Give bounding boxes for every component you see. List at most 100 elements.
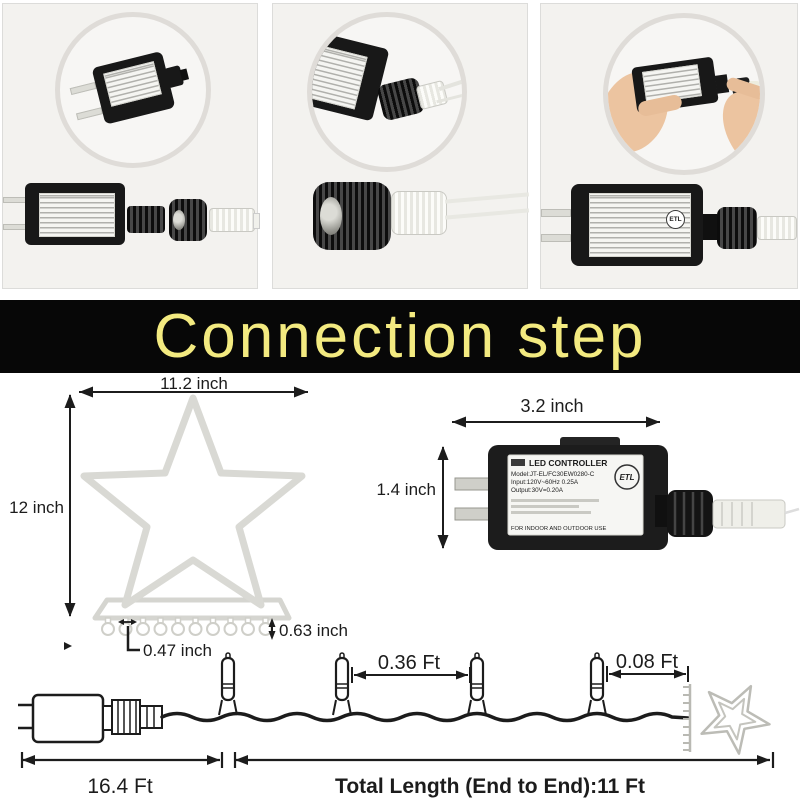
etl-text: ETL bbox=[619, 473, 634, 482]
controller-width-label: 3.2 inch bbox=[520, 396, 583, 416]
adapter-label bbox=[39, 193, 115, 237]
string-length-diagram: 0.36 Ft 0.08 Ft 16.4 Ft bbox=[18, 651, 775, 798]
step1-inset-circle bbox=[55, 12, 211, 168]
cable bbox=[445, 208, 529, 220]
leader-line bbox=[126, 626, 140, 652]
light-string-wire bbox=[160, 711, 690, 723]
plug-prong bbox=[69, 81, 97, 96]
step2-panel bbox=[272, 3, 530, 289]
clear-plug bbox=[757, 216, 797, 240]
brand-logo bbox=[511, 459, 525, 466]
arrowhead bbox=[437, 446, 449, 460]
controller-photo: LED CONTROLLER Model:JT-EL/FC30EW0280-C … bbox=[454, 437, 800, 550]
string-bulbs bbox=[218, 652, 607, 716]
threaded-connector bbox=[127, 206, 165, 233]
step3-inset-circle bbox=[603, 13, 765, 175]
bulb-height-label: 0.63 inch bbox=[279, 621, 348, 640]
cable bbox=[444, 192, 530, 204]
arrowhead bbox=[64, 603, 76, 617]
nut-socket bbox=[320, 197, 342, 235]
clear-plug-tip bbox=[253, 213, 260, 229]
plug-prong bbox=[3, 197, 27, 203]
clear-plug bbox=[712, 499, 786, 529]
etl-text: ETL bbox=[669, 216, 682, 223]
fine-print-line bbox=[511, 511, 591, 514]
locking-nut bbox=[717, 207, 757, 249]
fringe-bulb bbox=[188, 617, 203, 636]
etl-mark: ETL bbox=[666, 210, 685, 229]
small-arrowhead bbox=[64, 642, 72, 650]
adapter-body bbox=[31, 693, 105, 744]
banner-title: Connection step bbox=[153, 301, 647, 371]
total-length-dimension: Total Length (End to End):11 Ft bbox=[233, 752, 775, 798]
total-length-label: Total Length (End to End):11 Ft bbox=[335, 775, 645, 798]
controller-height-label: 1.4 inch bbox=[376, 480, 436, 499]
nut-ribs bbox=[673, 492, 704, 535]
star-width-label: 11.2 inch bbox=[160, 374, 228, 393]
adapter-drawing bbox=[18, 693, 163, 744]
label-input: Input:120V~60Hz 0.25A bbox=[511, 479, 579, 486]
plug-ribs bbox=[721, 502, 753, 526]
adapter-connector-tip bbox=[179, 68, 190, 81]
step1-panel bbox=[2, 3, 260, 289]
arrowhead bbox=[64, 394, 76, 408]
step2-inset-circle bbox=[307, 12, 467, 172]
plug-prong bbox=[454, 477, 490, 491]
clear-plug bbox=[139, 705, 163, 729]
star-gap-dimension: 0.08 Ft bbox=[606, 651, 689, 682]
star-outline-outer bbox=[700, 684, 771, 755]
arrowhead bbox=[456, 670, 468, 680]
nut-ribs bbox=[117, 701, 137, 733]
fringe-bulb bbox=[136, 617, 150, 636]
etl-mark bbox=[614, 464, 640, 490]
arrowhead bbox=[757, 755, 770, 765]
cable bbox=[784, 507, 800, 515]
arrowhead bbox=[118, 619, 124, 625]
label-output: Output:30V=0.20A bbox=[511, 487, 564, 494]
arrowhead bbox=[452, 416, 466, 428]
bulb-spacing-dimension: 0.36 Ft bbox=[351, 652, 471, 683]
fine-print-line bbox=[511, 505, 579, 508]
fringe-bulb bbox=[241, 617, 255, 636]
fringe-bulb bbox=[206, 617, 220, 636]
fringe-bulb bbox=[223, 617, 238, 636]
section-banner: Connection step bbox=[0, 300, 800, 373]
fringe-bulb bbox=[171, 617, 185, 636]
arrowhead bbox=[235, 755, 248, 765]
string-bulb bbox=[587, 652, 607, 716]
step3-panel: ETL bbox=[540, 3, 798, 289]
star-fringe-teeth bbox=[683, 686, 690, 751]
clear-plug-closeup bbox=[391, 191, 447, 235]
clear-plug bbox=[209, 208, 255, 232]
arrowhead bbox=[268, 618, 276, 627]
adapter-label: ETL bbox=[589, 193, 691, 257]
star-outline bbox=[80, 394, 306, 609]
arrowhead bbox=[437, 535, 449, 549]
bulb-spacing-label: 0.47 inch bbox=[143, 641, 212, 660]
arrowhead bbox=[609, 669, 621, 679]
arrowhead bbox=[268, 631, 276, 640]
plug-prong bbox=[541, 234, 571, 242]
arrowhead bbox=[207, 755, 220, 765]
connector-neck bbox=[703, 214, 717, 240]
end-star-drawing bbox=[683, 684, 771, 755]
label-title: LED CONTROLLER bbox=[529, 458, 607, 468]
step1-adapter-photo bbox=[60, 17, 206, 163]
fringe-bulb bbox=[153, 617, 168, 636]
star-size-diagram: 11.2 inch 12 inch bbox=[9, 374, 348, 660]
label-usage: FOR INDOOR AND OUTDOOR USE bbox=[511, 526, 606, 532]
arrowhead bbox=[22, 755, 35, 765]
lead-length-dimension: 16.4 Ft bbox=[20, 752, 224, 798]
connector-neck bbox=[102, 705, 113, 731]
star-outline-inner bbox=[713, 697, 757, 741]
mid-diagram-svg: 11.2 inch 12 inch bbox=[9, 374, 800, 660]
arrowhead bbox=[131, 619, 137, 625]
lead-length-label: 16.4 Ft bbox=[87, 775, 153, 798]
arrowhead bbox=[674, 669, 686, 679]
arrowhead bbox=[79, 386, 93, 398]
star-gap-label: 0.08 Ft bbox=[616, 651, 679, 673]
string-bulb bbox=[467, 652, 487, 716]
plug-prong bbox=[75, 107, 103, 121]
fine-print-line bbox=[511, 499, 599, 502]
